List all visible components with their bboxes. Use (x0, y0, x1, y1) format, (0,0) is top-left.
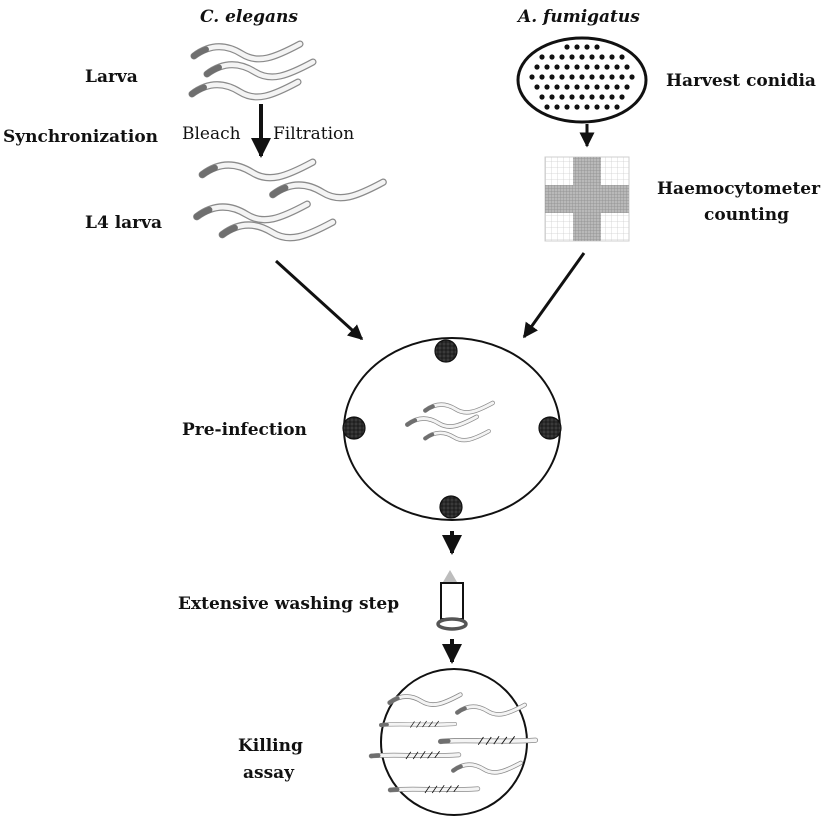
conidium-dot (554, 64, 560, 70)
killing-label-line1: Killing (238, 736, 303, 756)
conidium-dot (574, 84, 580, 90)
conidium-dot (564, 44, 570, 50)
killing-assay-plate (371, 668, 535, 816)
conidium-dot (594, 44, 600, 50)
conidium-dot (604, 64, 610, 70)
conidium-dot (564, 104, 570, 110)
conidium-dot (554, 104, 560, 110)
conidium-dot (564, 64, 570, 70)
conidia-spot-right (538, 416, 562, 440)
c-elegans-title: C. elegans (200, 7, 298, 27)
conidium-dot (584, 64, 590, 70)
harvest-conidia-label: Harvest conidia (666, 71, 816, 91)
conidium-dot (549, 94, 555, 100)
conidium-dot (604, 84, 610, 90)
conidium-dot (539, 74, 545, 80)
conidium-dot (539, 94, 545, 100)
conidium-dot (584, 44, 590, 50)
conidium-dot (579, 94, 585, 100)
conidium-dot (614, 84, 620, 90)
conidium-dot (544, 84, 550, 90)
conidia-spot-left (342, 416, 366, 440)
conidium-dot (619, 94, 625, 100)
conidium-dot (559, 54, 565, 60)
pre-infection-label: Pre-infection (182, 420, 307, 440)
washing-step-label: Extensive washing step (178, 594, 399, 614)
filtration-label: Filtration (273, 124, 354, 144)
haemocytometer-grid (544, 156, 630, 242)
conidium-dot (629, 74, 635, 80)
conidium-dot (554, 84, 560, 90)
conidium-dot (614, 64, 620, 70)
conidium-dot (569, 74, 575, 80)
conidium-dot (544, 64, 550, 70)
conidium-dot (564, 84, 570, 90)
conidium-dot (589, 74, 595, 80)
washing-tube-icon (436, 570, 468, 631)
conidium-dot (559, 74, 565, 80)
conidium-dot (539, 54, 545, 60)
conidium-dot (549, 54, 555, 60)
conidium-dot (619, 74, 625, 80)
conidium-dot (579, 54, 585, 60)
pre-infection-plate (342, 337, 562, 521)
conidium-dot (569, 54, 575, 60)
conidium-dot (534, 64, 540, 70)
conidium-dot (584, 104, 590, 110)
conidia-spot-bottom (439, 495, 463, 519)
conidium-dot (599, 74, 605, 80)
conidium-dot (609, 54, 615, 60)
conidium-dot (599, 94, 605, 100)
conidium-dot (609, 94, 615, 100)
conidium-dot (574, 64, 580, 70)
larva-worm-group (192, 44, 313, 97)
conidium-dot (574, 44, 580, 50)
killing-label-line2: assay (243, 763, 295, 783)
conidium-dot (624, 84, 630, 90)
conidium-dot (529, 74, 535, 80)
conidium-dot (604, 104, 610, 110)
conidium-dot (584, 84, 590, 90)
conidium-dot (589, 94, 595, 100)
conidia-ellipse (516, 36, 648, 124)
synchronization-label: Synchronization (3, 127, 158, 147)
conidium-dot (559, 94, 565, 100)
larva-label: Larva (85, 67, 138, 87)
l4-larva-label: L4 larva (85, 213, 162, 233)
conidium-dot (574, 104, 580, 110)
haemocytometer-label-line2: counting (704, 205, 789, 225)
conidium-dot (594, 64, 600, 70)
conidium-dot (624, 64, 630, 70)
conidium-dot (594, 84, 600, 90)
conidium-dot (569, 94, 575, 100)
conidia-spot-top (434, 339, 458, 363)
conidium-dot (619, 54, 625, 60)
a-fumigatus-title: A. fumigatus (516, 7, 640, 27)
haemocytometer-label-line1: Haemocytometer (657, 179, 821, 199)
conidium-dot (614, 104, 620, 110)
conidium-dot (594, 104, 600, 110)
conidia-to-plate-arrow (522, 252, 586, 339)
conidium-dot (589, 54, 595, 60)
bleach-label: Bleach (182, 124, 241, 144)
conidium-dot (549, 74, 555, 80)
conidium-dot (609, 74, 615, 80)
conidium-dot (544, 104, 550, 110)
conidium-dot (534, 84, 540, 90)
l4-larva-worm-group (197, 162, 383, 238)
conidium-dot (599, 54, 605, 60)
conidium-dot (579, 74, 585, 80)
larva-to-plate-arrow (274, 259, 364, 341)
